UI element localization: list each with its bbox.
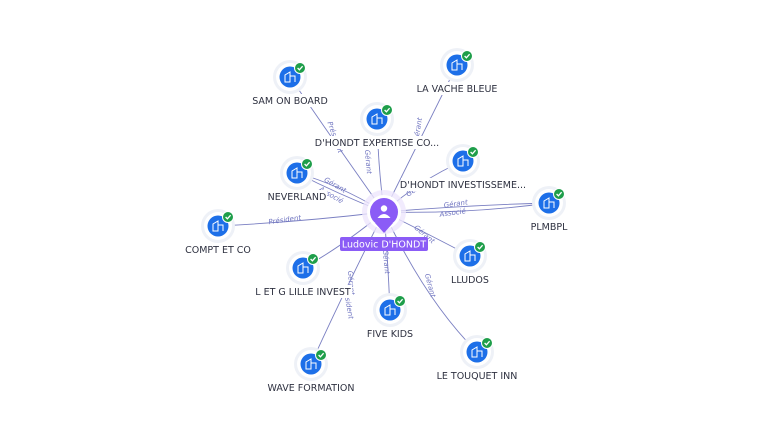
company-name: LE TOUQUET INN — [437, 371, 518, 382]
company-icon — [464, 250, 476, 262]
company-icon — [284, 71, 296, 83]
company-name: L ET G LILLE INVEST — [255, 287, 351, 298]
check-badge-icon — [467, 146, 479, 158]
center-person-name: Ludovic D'HONDT — [342, 240, 426, 251]
check-badge-icon — [553, 188, 565, 200]
company-node-neverland[interactable]: NEVERLAND — [267, 156, 327, 203]
company-node-vache[interactable]: LA VACHE BLEUE — [416, 48, 498, 95]
check-badge-icon — [481, 337, 493, 349]
company-icon — [297, 262, 309, 274]
center-node[interactable]: Ludovic D'HONDT — [340, 190, 428, 251]
company-node-investissement[interactable]: D'HONDT INVESTISSEME... — [400, 144, 526, 191]
company-name: PLMBPL — [531, 222, 568, 233]
company-node-lludos[interactable]: LLUDOS — [449, 239, 491, 286]
company-name: SAM ON BOARD — [252, 96, 328, 107]
relation-label: Gérant — [423, 273, 437, 299]
nodes-layer: SAM ON BOARD LA VACHE BLEUE D'HONDT EXPERT… — [183, 48, 570, 394]
company-name: FIVE KIDS — [367, 329, 413, 340]
company-node-touquet[interactable]: LE TOUQUET INN — [436, 335, 518, 382]
company-icon — [451, 59, 463, 71]
company-node-plmbpl[interactable]: PLMBPL — [528, 186, 570, 233]
relation-label: Gérant — [443, 198, 468, 209]
company-icon — [384, 304, 396, 316]
company-icon — [371, 113, 383, 125]
check-badge-icon — [222, 211, 234, 223]
company-node-compt[interactable]: COMPT ET CO — [183, 209, 253, 256]
relation-edge-plmbpl[interactable]: Gérant — [383, 198, 550, 213]
company-icon — [543, 197, 555, 209]
company-name: LA VACHE BLEUE — [417, 84, 498, 95]
check-badge-icon — [294, 62, 306, 74]
person-icon — [377, 205, 391, 218]
check-badge-icon — [301, 158, 313, 170]
relation-label: Gérant — [381, 249, 391, 274]
relation-edge-compt[interactable]: Président — [217, 211, 385, 227]
company-icon — [457, 155, 469, 167]
relation-label: Président — [268, 214, 302, 227]
company-node-fivekids[interactable]: FIVE KIDS — [365, 293, 415, 340]
relation-label: Gérant — [363, 149, 373, 174]
company-node-sam[interactable]: SAM ON BOARD — [252, 60, 328, 107]
check-badge-icon — [394, 295, 406, 307]
check-badge-icon — [461, 50, 473, 62]
relation-label: Associé — [438, 207, 467, 219]
company-icon — [212, 220, 224, 232]
company-icon — [305, 358, 317, 370]
company-name: D'HONDT INVESTISSEME... — [400, 180, 526, 191]
relation-label: Gérant — [346, 270, 356, 295]
company-node-expertise[interactable]: D'HONDT EXPERTISE CO... — [315, 102, 439, 149]
check-badge-icon — [381, 104, 393, 116]
company-node-wave[interactable]: WAVE FORMATION — [265, 347, 357, 394]
company-name: NEVERLAND — [268, 192, 327, 203]
company-icon — [291, 167, 303, 179]
check-badge-icon — [474, 241, 486, 253]
company-icon — [471, 346, 483, 358]
company-node-letg[interactable]: L ET G LILLE INVEST — [254, 251, 352, 298]
check-badge-icon — [307, 253, 319, 265]
company-name: WAVE FORMATION — [268, 383, 355, 394]
check-badge-icon — [315, 349, 327, 361]
company-name: D'HONDT EXPERTISE CO... — [315, 138, 439, 149]
company-name: COMPT ET CO — [185, 245, 251, 256]
company-name: LLUDOS — [451, 275, 489, 286]
